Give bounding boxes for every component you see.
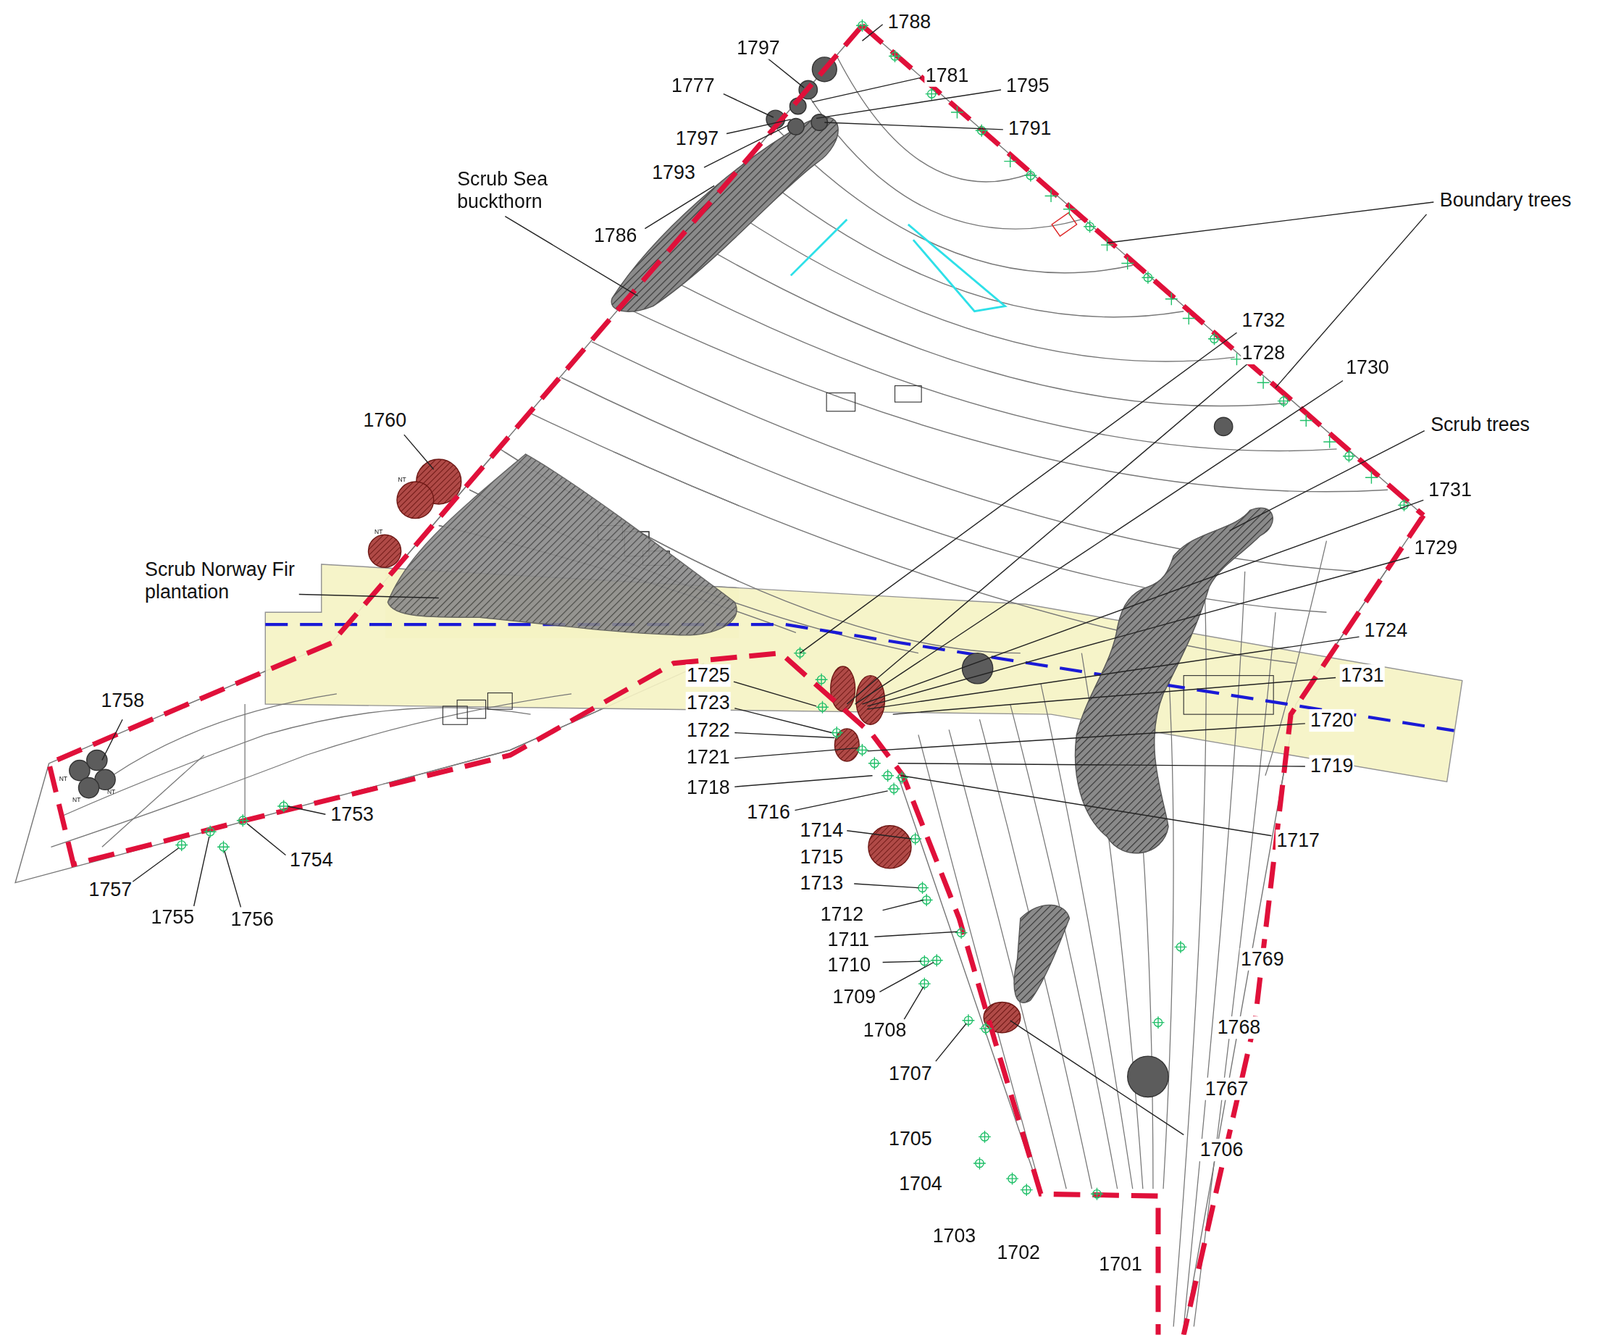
callout-number: 1716: [746, 801, 791, 824]
tree-note: NT: [71, 796, 82, 804]
area-label: Boundary trees: [1438, 189, 1572, 212]
callout-number: 1754: [288, 848, 334, 872]
callout-number: 1708: [861, 1019, 907, 1042]
callout-number: 1703: [931, 1224, 977, 1248]
callout-number: 1760: [362, 409, 408, 432]
callout-number: 1768: [1216, 1016, 1262, 1039]
callout-number: 1715: [798, 845, 844, 869]
tree-note: NT: [373, 528, 384, 536]
callout-number: 1714: [798, 819, 844, 842]
callout-number: 1730: [1345, 356, 1390, 379]
callout-number: 1709: [831, 985, 877, 1009]
callout-number: 1786: [593, 224, 639, 247]
callout-number: 1729: [1413, 536, 1459, 560]
callout-number: 1781: [924, 64, 970, 87]
callout-number: 1706: [1198, 1138, 1244, 1162]
callout-number: 1732: [1240, 309, 1286, 332]
callout-number: 1795: [1005, 74, 1051, 98]
callout-number: 1701: [1098, 1253, 1143, 1276]
callout-number: 1720: [1308, 709, 1354, 732]
area-label: Scrub Norway Fir plantation: [144, 558, 300, 604]
callout-number: 1710: [826, 953, 872, 977]
callout-number: 1797: [735, 36, 781, 60]
callout-number: 1713: [798, 872, 844, 896]
callout-number: 1717: [1275, 829, 1321, 852]
callout-number: 1704: [898, 1172, 944, 1196]
callout-number: 1756: [229, 908, 275, 931]
callout-number: 1797: [674, 127, 720, 150]
callout-number: 1788: [886, 10, 932, 34]
callout-number: 1767: [1203, 1077, 1249, 1101]
callout-number: 1711: [826, 928, 870, 952]
callout-number: 1722: [685, 719, 731, 742]
callout-number: 1777: [670, 74, 716, 98]
callout-number: 1707: [888, 1062, 933, 1086]
callout-number: 1758: [99, 689, 145, 712]
tree-note: NT: [57, 775, 69, 783]
callout-number: 1791: [1006, 117, 1052, 140]
area-label: Scrub Sea buckthorn: [456, 168, 552, 213]
callout-number: 1793: [651, 161, 697, 184]
callout-number: 1718: [685, 776, 731, 799]
callout-number: 1724: [1363, 619, 1409, 642]
callout-number: 1757: [87, 878, 133, 902]
callout-number: 1702: [995, 1242, 1041, 1265]
callout-number: 1755: [149, 906, 195, 929]
callout-number: 1725: [685, 664, 731, 687]
tree-note: NT: [106, 788, 117, 796]
callout-number: 1731: [1427, 478, 1473, 502]
callout-number: 1712: [819, 903, 865, 926]
callout-number: 1705: [888, 1127, 933, 1151]
callout-number: 1721: [685, 746, 731, 769]
tree-note: NT: [396, 475, 408, 484]
callout-number: 1728: [1240, 341, 1286, 365]
callout-number: 1723: [685, 691, 731, 715]
callout-number: 1753: [329, 803, 375, 826]
callout-number: 1769: [1240, 948, 1285, 971]
area-label: Scrub trees: [1429, 413, 1532, 437]
callout-number: 1719: [1308, 755, 1354, 778]
callout-number: 1731: [1339, 664, 1385, 687]
